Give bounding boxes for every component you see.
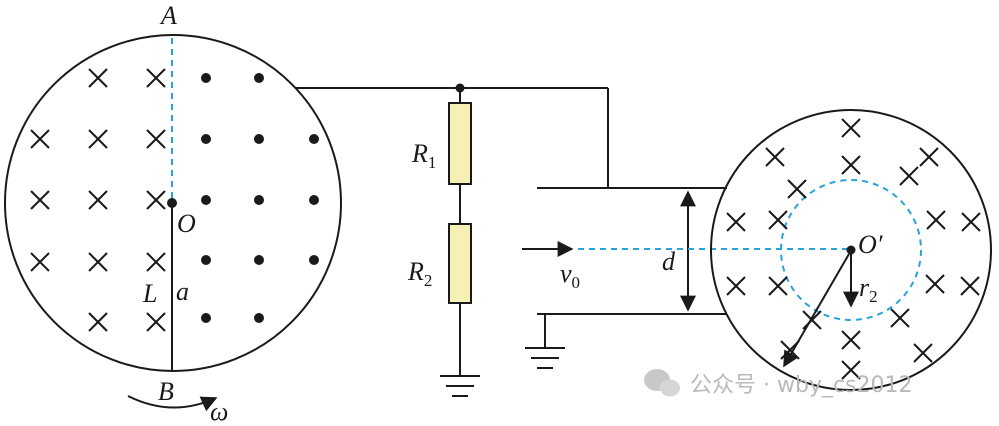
label-v0: v0 (560, 259, 580, 292)
label-a: a (176, 277, 189, 306)
field-cross-mark (899, 166, 919, 186)
label-L: L (142, 279, 157, 308)
field-cross-mark (88, 252, 108, 272)
circuit-wires (296, 83, 609, 375)
field-cross-mark (841, 118, 861, 138)
ground-symbol-resistor (440, 375, 480, 397)
field-dot-mark (201, 195, 211, 205)
label-B: B (158, 377, 174, 406)
field-cross-mark (88, 68, 108, 88)
ground-symbol-plate (525, 314, 565, 369)
field-dot-mark (254, 134, 264, 144)
field-dot-mark (201, 134, 211, 144)
field-cross-mark (787, 179, 807, 199)
label-A: A (159, 1, 177, 30)
field-cross-mark (146, 312, 166, 332)
field-cross-mark (960, 276, 980, 296)
field-cross-mark (146, 129, 166, 149)
resistor-R2 (448, 223, 472, 304)
label-O: O (177, 209, 196, 238)
field-dot-mark (201, 73, 211, 83)
field-dot-mark (309, 195, 319, 205)
field-cross-mark (841, 360, 861, 380)
label-R1: R1 (411, 139, 436, 172)
field-cross-mark (726, 276, 746, 296)
field-cross-mark (841, 330, 861, 350)
field-cross-mark (88, 129, 108, 149)
right-outer-circle (710, 109, 992, 391)
field-cross-mark (726, 212, 746, 232)
field-cross-mark (765, 147, 785, 167)
watermark: 公众号 · wby_cs2012 (644, 369, 913, 398)
field-dot-mark (201, 255, 211, 265)
field-cross-mark (913, 343, 933, 363)
center-point-O-prime (846, 245, 856, 255)
field-cross-mark (30, 190, 50, 210)
label-omega: ω (210, 397, 228, 426)
label-O-prime: O′ (858, 230, 883, 259)
right-field-region (710, 109, 992, 391)
field-cross-mark (88, 312, 108, 332)
field-cross-mark (961, 212, 981, 232)
outer-radius-arrow (783, 253, 850, 368)
field-cross-mark (841, 155, 861, 175)
left-disc (4, 34, 342, 372)
label-d: d (662, 247, 676, 276)
wechat-icon (644, 369, 680, 397)
field-into-page-right (726, 118, 981, 380)
watermark-text: 公众号 · wby_cs2012 (690, 373, 913, 398)
field-dot-mark (309, 134, 319, 144)
center-point-O (167, 198, 177, 208)
field-dot-mark (309, 255, 319, 265)
field-cross-mark (802, 310, 822, 330)
rotation-arrow (127, 395, 218, 412)
field-cross-mark (925, 274, 945, 294)
field-into-page-region (30, 68, 166, 332)
field-cross-mark (146, 190, 166, 210)
field-dot-mark (201, 313, 211, 323)
field-cross-mark (30, 129, 50, 149)
field-dot-mark (254, 255, 264, 265)
right-inner-dashed-circle (780, 179, 922, 321)
field-dot-mark (254, 313, 264, 323)
field-cross-mark (146, 252, 166, 272)
field-cross-mark (890, 308, 910, 328)
label-r2: r2 (859, 273, 878, 306)
left-disc-boundary (4, 34, 342, 372)
field-cross-mark (88, 190, 108, 210)
resistor-R1 (448, 102, 472, 185)
field-cross-mark (768, 210, 788, 230)
field-out-of-page-region (201, 73, 319, 323)
label-R2: R2 (407, 257, 432, 290)
field-cross-mark (30, 252, 50, 272)
field-dot-mark (254, 73, 264, 83)
field-cross-mark (146, 68, 166, 88)
field-dot-mark (254, 195, 264, 205)
field-cross-mark (768, 276, 788, 296)
field-cross-mark (926, 210, 946, 230)
field-cross-mark (919, 147, 939, 167)
